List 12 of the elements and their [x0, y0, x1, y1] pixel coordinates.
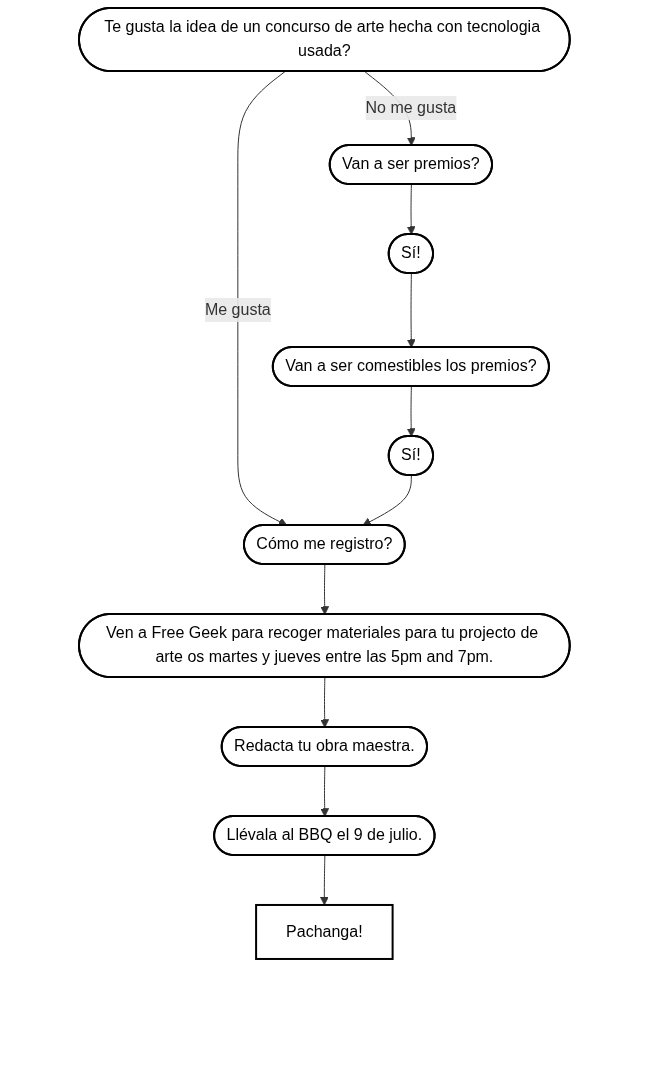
edge-label: No me gusta: [365, 99, 456, 116]
arrow: [236, 71, 287, 526]
edge-label: Me gusta: [204, 300, 271, 318]
arrow: [406, 386, 416, 437]
arrow: [319, 766, 329, 817]
arrow: [319, 564, 329, 615]
arrow: [362, 475, 412, 526]
arrow: [319, 677, 329, 728]
arrow: [319, 854, 329, 906]
arrow: [406, 273, 416, 348]
node-box: Pachanga!: [254, 903, 394, 960]
arrow: [406, 184, 416, 235]
